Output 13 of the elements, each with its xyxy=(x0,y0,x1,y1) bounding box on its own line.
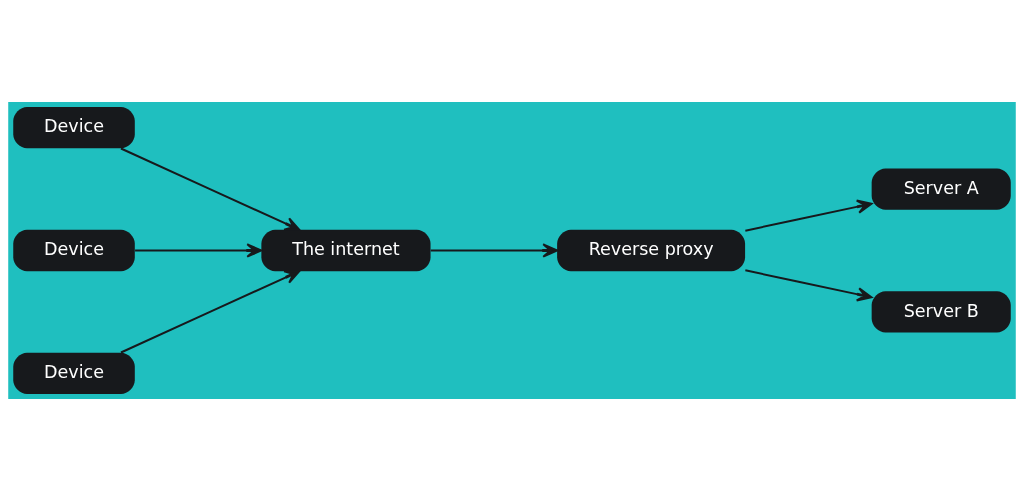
node-box: Device xyxy=(13,107,135,149)
arrow xyxy=(745,269,873,302)
arrow xyxy=(120,147,301,231)
node-box: Device xyxy=(13,229,135,272)
node-box: The internet xyxy=(261,229,431,272)
arrow xyxy=(120,270,301,354)
arrow xyxy=(430,243,559,258)
arrow xyxy=(135,243,263,258)
node-box: Reverse proxy xyxy=(557,229,746,272)
arrow xyxy=(745,199,873,232)
node-box: Server B xyxy=(871,291,1011,333)
node-box: Device xyxy=(13,352,135,394)
node-box: Server A xyxy=(871,168,1011,210)
